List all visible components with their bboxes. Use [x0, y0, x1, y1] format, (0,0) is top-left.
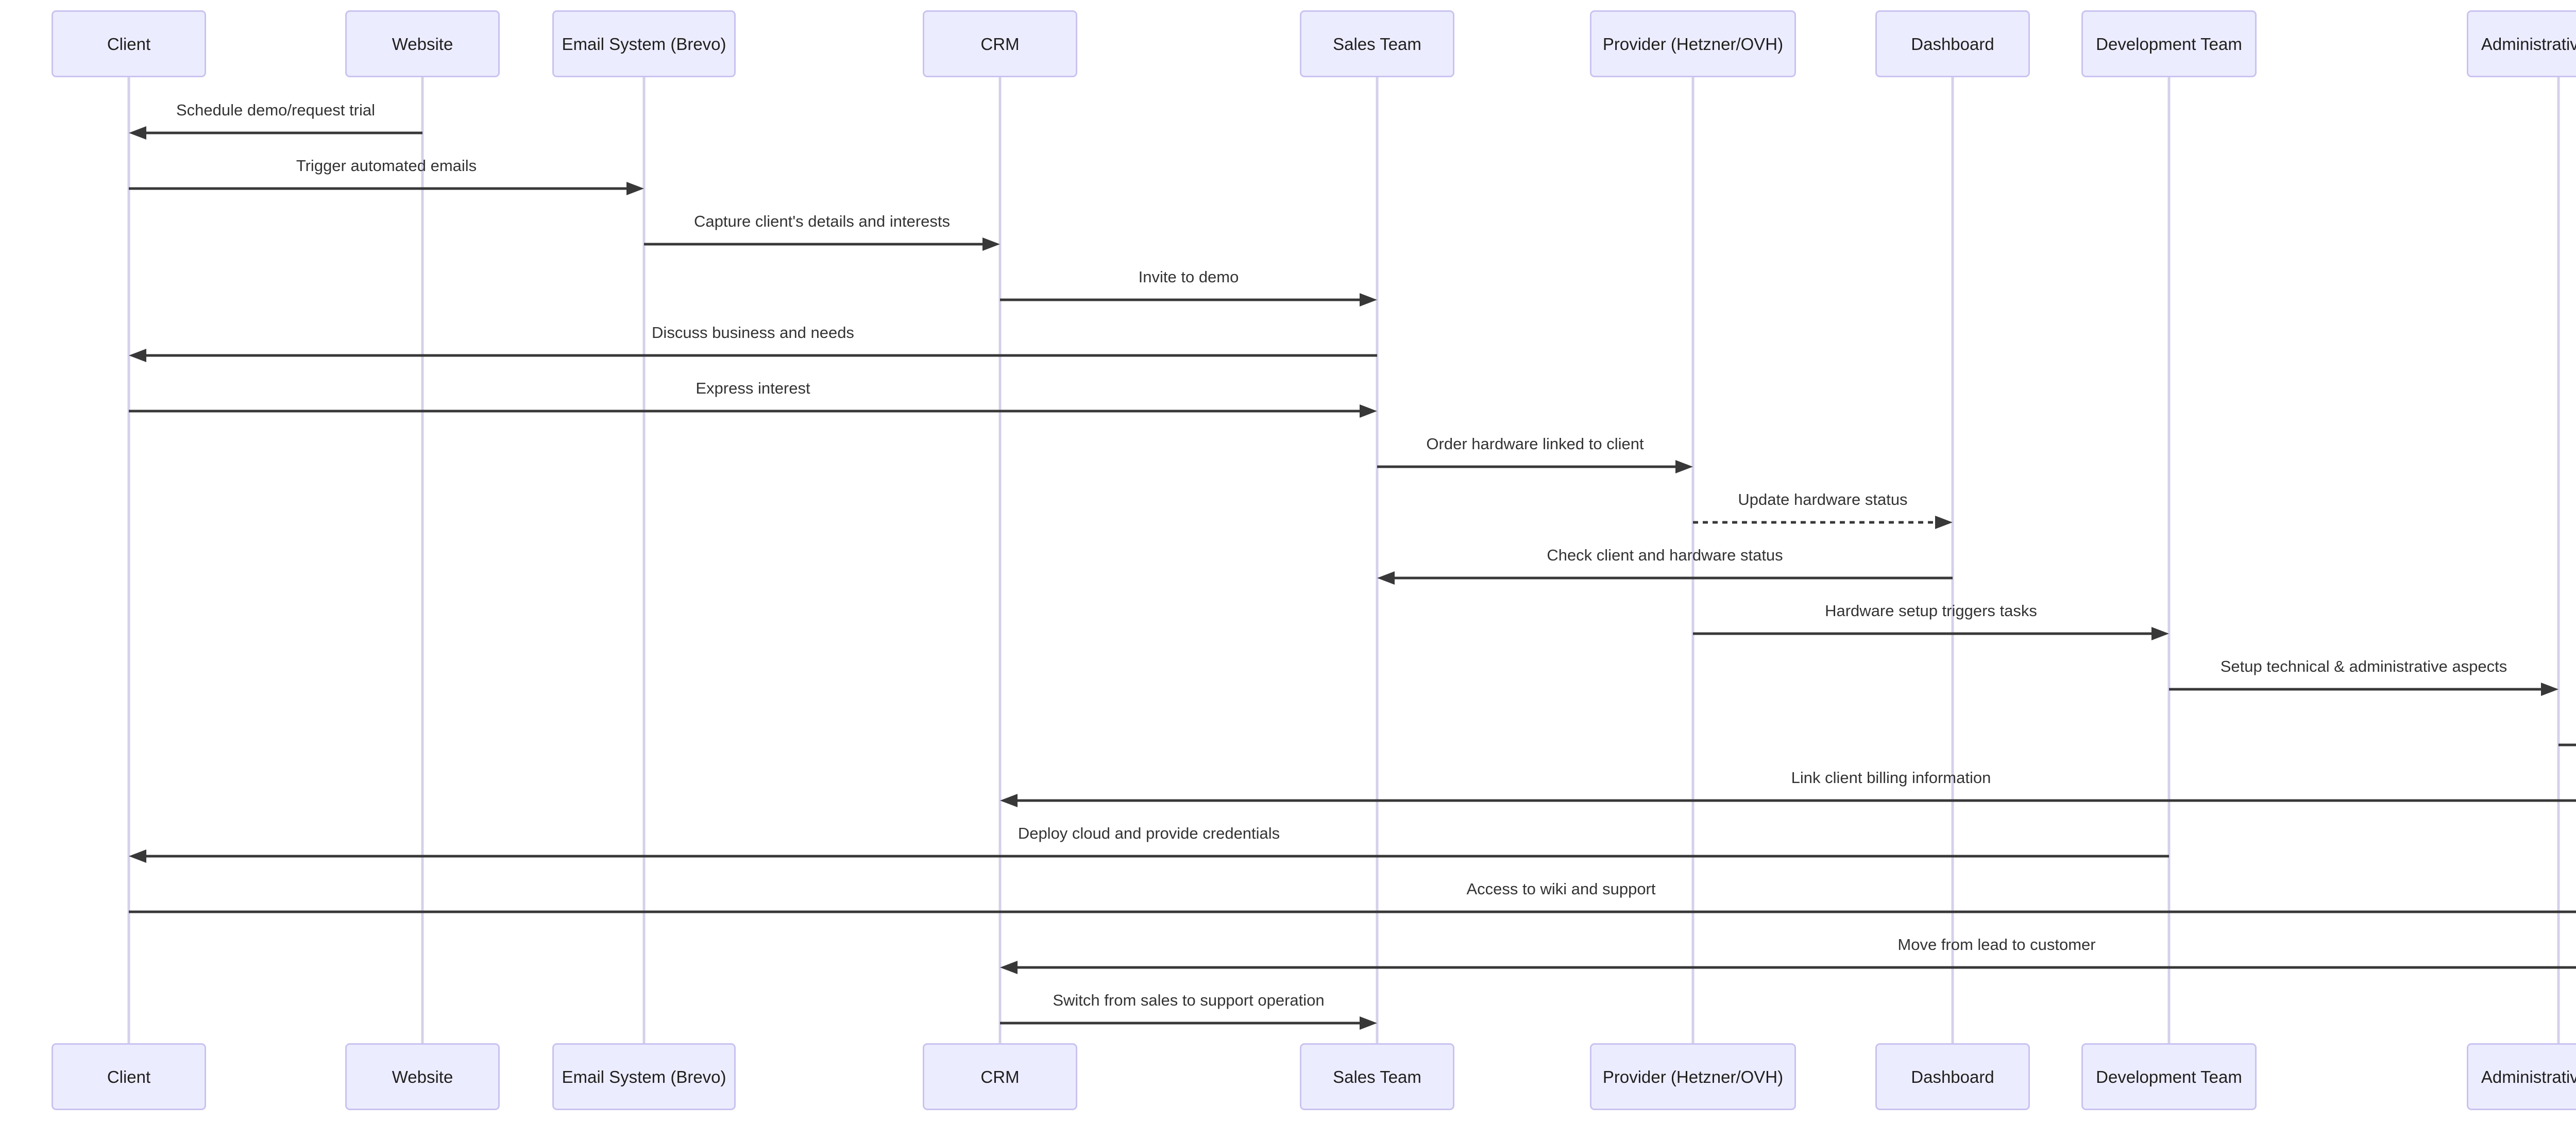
- message-arrowhead-9: [2151, 627, 2169, 640]
- message-arrowhead-15: [1000, 961, 1018, 974]
- message-arrowhead-5: [1360, 404, 1377, 418]
- actor-top-sales: Sales Team: [1300, 10, 1454, 77]
- message-arrowhead-3: [1360, 293, 1377, 307]
- actor-bottom-website: Website: [345, 1043, 500, 1110]
- actor-label: Dashboard: [1911, 34, 1994, 54]
- actor-label: Client: [107, 34, 151, 54]
- message-label-3: Invite to demo: [1138, 268, 1239, 286]
- actor-label: Email System (Brevo): [562, 1067, 726, 1086]
- actor-bottom-dev: Development Team: [2081, 1043, 2257, 1110]
- message-label-9: Hardware setup triggers tasks: [1825, 602, 2037, 620]
- actor-label: Administrative Tasks: [2481, 1067, 2576, 1086]
- message-label-7: Update hardware status: [1738, 490, 1908, 508]
- actor-label: Provider (Hetzner/OVH): [1602, 34, 1784, 54]
- actor-label: CRM: [980, 34, 1020, 54]
- actor-label: Development Team: [2096, 1067, 2242, 1086]
- message-label-12: Link client billing information: [1791, 769, 1991, 787]
- actor-label: Client: [107, 1067, 151, 1086]
- message-arrowhead-13: [129, 849, 146, 863]
- message-arrowhead-10: [2541, 683, 2558, 696]
- message-arrowhead-8: [1377, 571, 1395, 585]
- message-label-11: Initiate billing setup: [2310, 713, 2576, 732]
- actor-label: Website: [392, 34, 453, 54]
- actor-top-dashboard: Dashboard: [1875, 10, 2030, 77]
- actor-top-client: Client: [52, 10, 206, 77]
- actor-top-website: Website: [345, 10, 500, 77]
- actor-bottom-dashboard: Dashboard: [1875, 1043, 2030, 1110]
- message-label-13: Deploy cloud and provide credentials: [1018, 824, 1280, 842]
- message-label-14: Access to wiki and support: [1466, 880, 1656, 898]
- actor-top-admin: Administrative Tasks: [2467, 10, 2576, 77]
- actor-label: CRM: [980, 1067, 1020, 1086]
- actor-label: Provider (Hetzner/OVH): [1602, 1067, 1784, 1086]
- message-label-6: Order hardware linked to client: [1426, 435, 1644, 453]
- actor-top-dev: Development Team: [2081, 10, 2257, 77]
- actor-label: Administrative Tasks: [2481, 34, 2576, 54]
- actor-bottom-client: Client: [52, 1043, 206, 1110]
- message-label-15: Move from lead to customer: [1897, 936, 2096, 954]
- actor-top-provider: Provider (Hetzner/OVH): [1590, 10, 1796, 77]
- actor-bottom-sales: Sales Team: [1300, 1043, 1454, 1110]
- message-label-2: Capture client's details and interests: [693, 212, 950, 230]
- message-arrowhead-12: [1000, 794, 1018, 807]
- message-arrowhead-16: [1360, 1016, 1377, 1030]
- actor-label: Sales Team: [1333, 34, 1421, 54]
- actor-bottom-email: Email System (Brevo): [552, 1043, 736, 1110]
- message-arrowhead-1: [626, 182, 644, 195]
- message-arrowhead-7: [1935, 516, 1953, 529]
- actor-top-email: Email System (Brevo): [552, 10, 736, 77]
- actor-label: Email System (Brevo): [562, 34, 726, 54]
- actor-label: Website: [392, 1067, 453, 1086]
- message-label-10: Setup technical & administrative aspects: [2220, 657, 2507, 675]
- message-arrowhead-6: [1675, 460, 1693, 473]
- message-label-0: Schedule demo/request trial: [176, 101, 375, 119]
- actor-bottom-provider: Provider (Hetzner/OVH): [1590, 1043, 1796, 1110]
- actor-bottom-admin: Administrative Tasks: [2467, 1043, 2576, 1110]
- actor-label: Development Team: [2096, 34, 2242, 54]
- message-label-5: Express interest: [696, 379, 810, 397]
- message-label-16: Switch from sales to support operation: [1053, 991, 1325, 1009]
- actor-top-crm: CRM: [923, 10, 1077, 77]
- message-label-1: Trigger automated emails: [296, 157, 477, 175]
- actor-bottom-crm: CRM: [923, 1043, 1077, 1110]
- message-arrowhead-4: [129, 349, 146, 362]
- message-arrowhead-0: [129, 126, 146, 140]
- message-arrowhead-2: [982, 237, 1000, 251]
- actor-label: Sales Team: [1333, 1067, 1421, 1086]
- message-label-4: Discuss business and needs: [652, 324, 854, 342]
- message-label-8: Check client and hardware status: [1547, 546, 1783, 564]
- actor-label: Dashboard: [1911, 1067, 1994, 1086]
